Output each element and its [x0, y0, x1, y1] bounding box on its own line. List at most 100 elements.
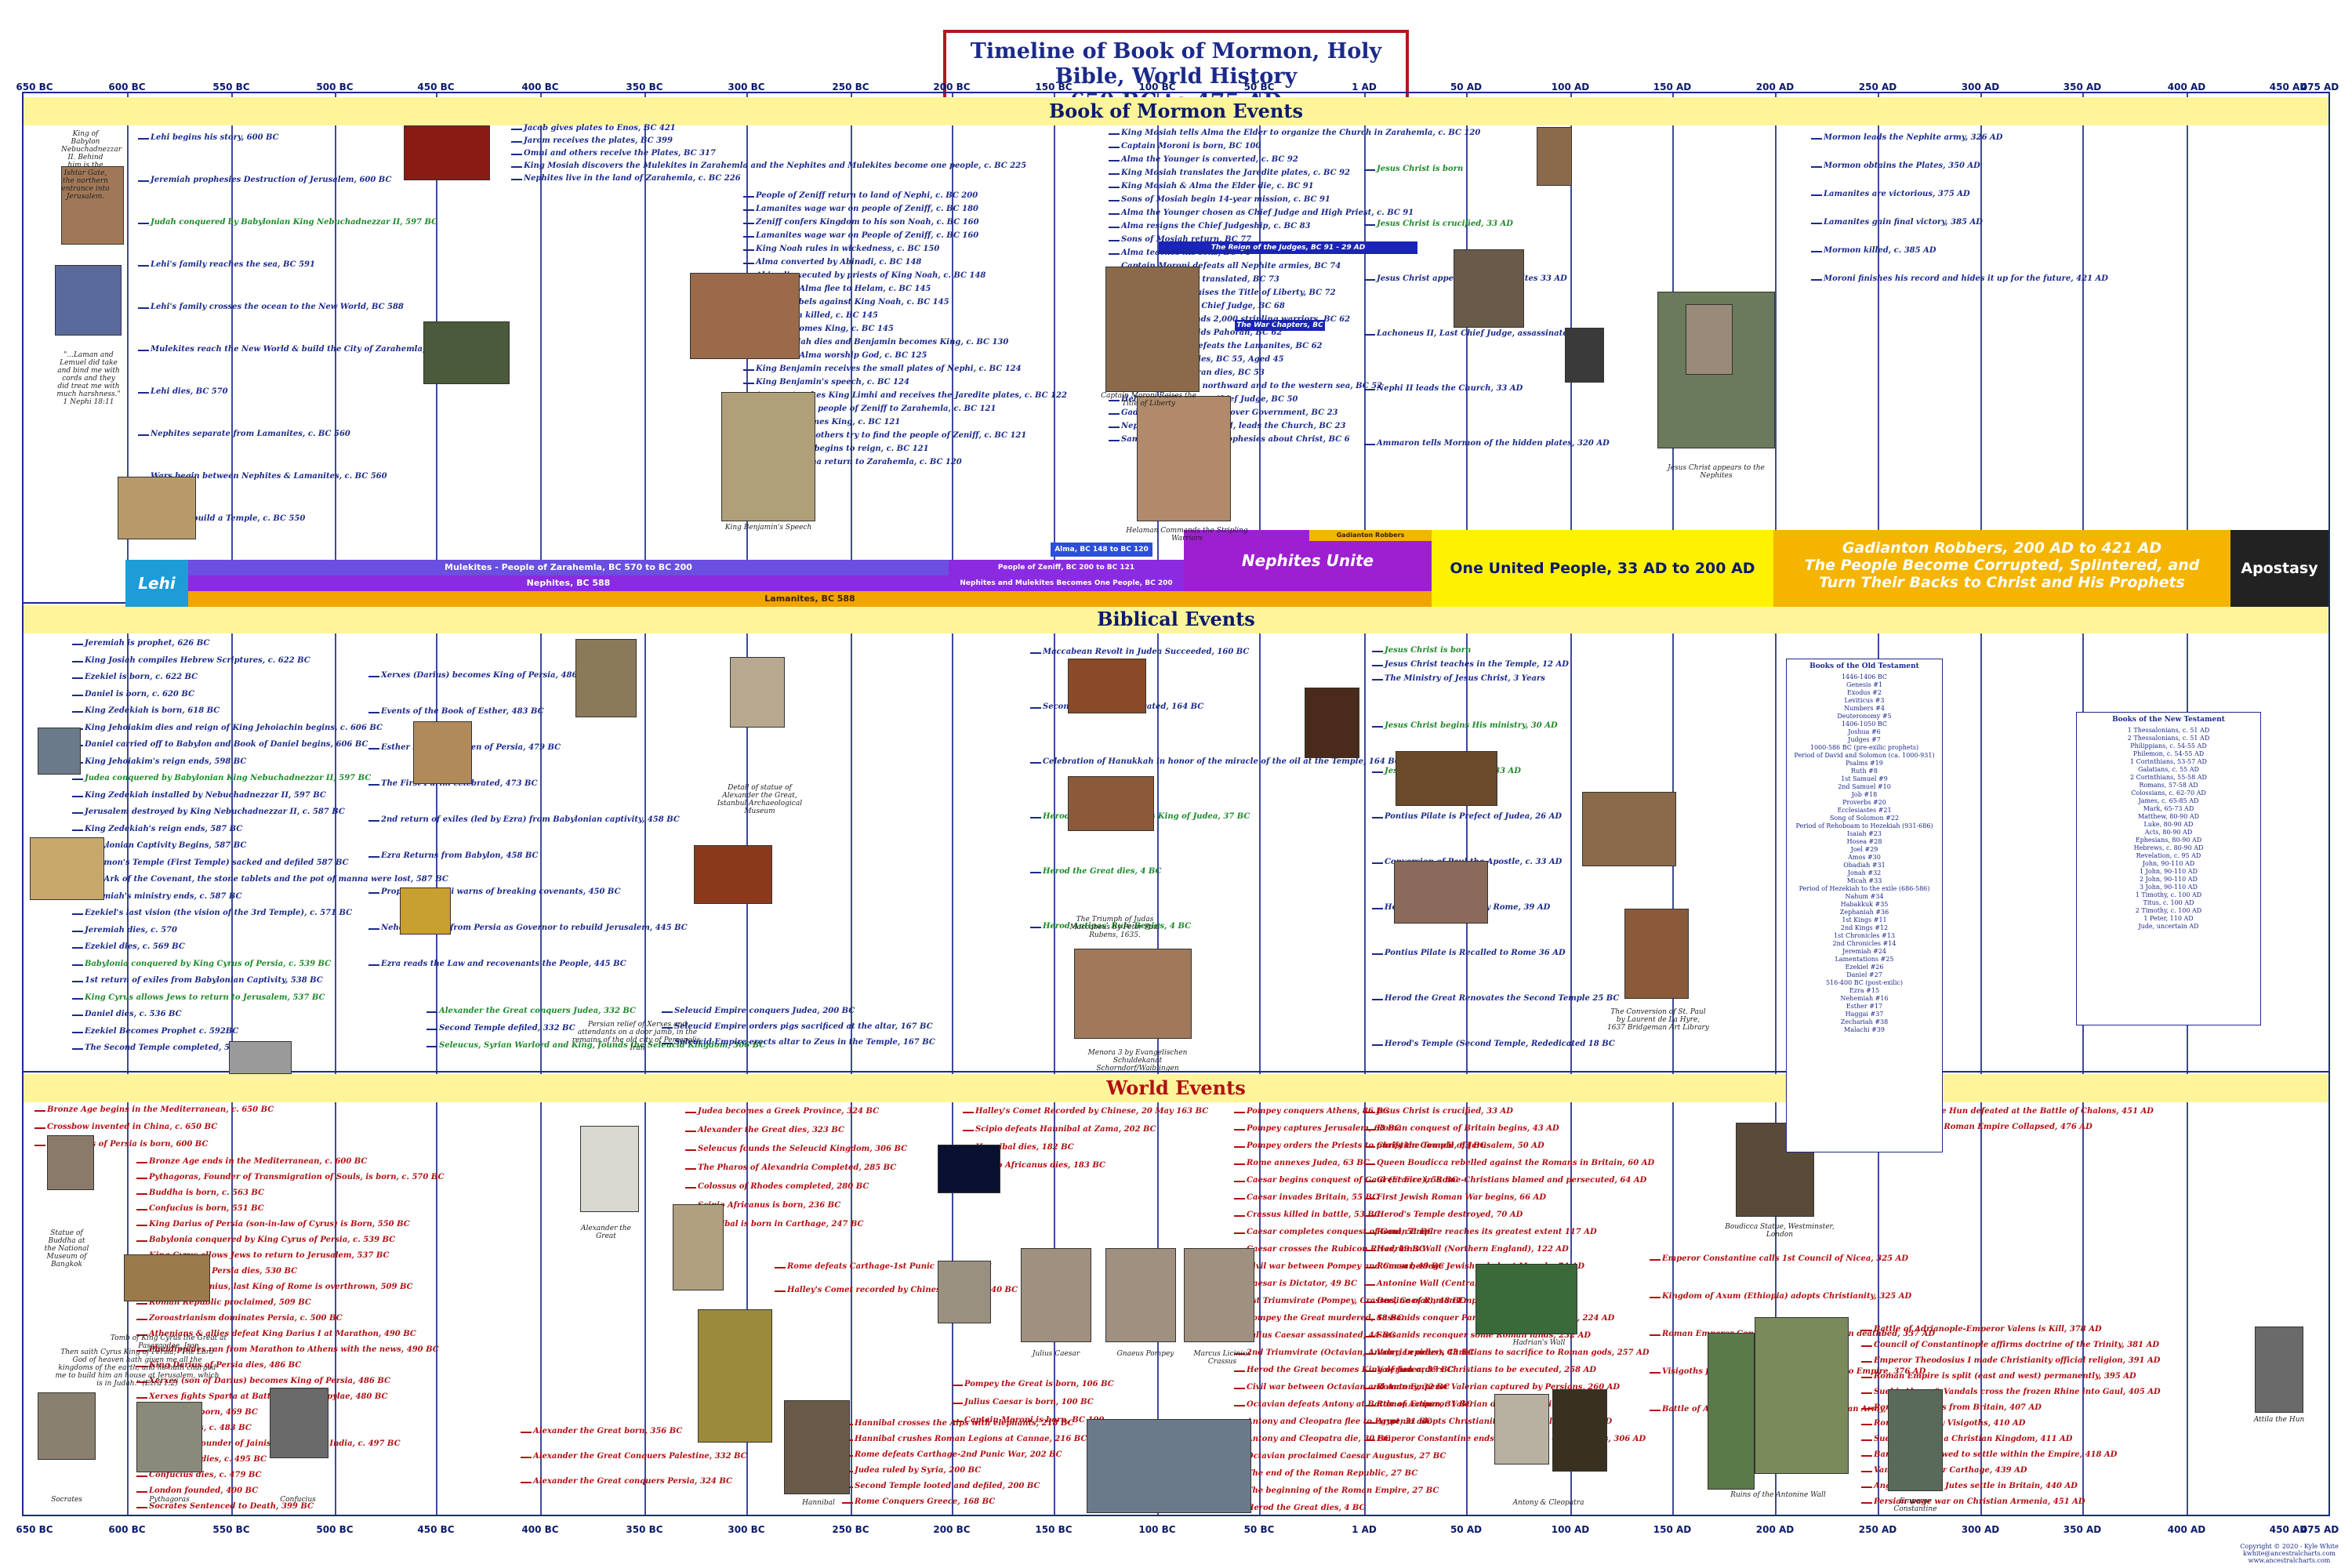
world-event-tick — [1364, 1232, 1375, 1234]
bible-event-tick — [368, 964, 379, 966]
picture — [1087, 1419, 1251, 1513]
world-event-tick — [1861, 1455, 1872, 1457]
world-event-tick — [1650, 1334, 1661, 1336]
book-list-item: Lamentations #25 — [1835, 956, 1894, 963]
book-list-item: Micah #33 — [1846, 877, 1882, 884]
world-event: The beginning of the Roman Empire, 27 BC — [1247, 1486, 1439, 1495]
bom-event-tick — [1811, 251, 1822, 252]
bom-event: Alma the Younger translated, BC 73 — [1121, 275, 1279, 284]
book-list-item: Acts, 80-90 AD — [2144, 829, 2193, 836]
bible-event: Maccabean Revolt in Judea Succeeded, 160… — [1043, 648, 1250, 656]
bom-event: King Mosiah discovers the Mulekites in Z… — [524, 162, 1027, 170]
bible-event: The Ark of the Covenant, the stone table… — [85, 875, 448, 884]
apostasy-bar: Apostasy — [2230, 530, 2328, 607]
bible-event-tick — [662, 1027, 673, 1029]
world-event: Rome defeats Carthage-1st Punic War, 241… — [787, 1262, 992, 1271]
bible-event: King Zedekiah's reign ends, 587 BC — [85, 824, 243, 833]
axis-label-bottom: 200 BC — [933, 1524, 971, 1535]
book-list-item: Ezekiel #26 — [1845, 964, 1884, 971]
book-list-item: John, 90-110 AD — [2142, 860, 2195, 867]
book-list-item: 1000-586 BC (pre-exilic prophets) — [1809, 744, 1919, 751]
world-event: Emperor Constantine calls 1st Council of… — [1662, 1254, 1909, 1263]
reign-judges-bar: The Reign of the Judges, BC 91 - 29 AD — [1159, 241, 1417, 254]
bom-event-tick — [743, 196, 754, 198]
bible-event-tick — [72, 964, 83, 966]
book-list-item: Jeremiah #24 — [1842, 948, 1886, 955]
picture — [1582, 792, 1676, 866]
picture — [1454, 249, 1524, 328]
gridline — [1157, 92, 1159, 1516]
bom-event: King Mosiah & Alma the Elder die, c. BC … — [1121, 182, 1314, 191]
bible-event-tick — [72, 913, 83, 915]
bible-event-tick — [1030, 652, 1041, 654]
picture — [580, 1126, 639, 1212]
world-event-tick — [1364, 1336, 1375, 1338]
world-event: Confucius dies, c. 479 BC — [149, 1471, 262, 1479]
world-event: Caesar crosses the Rubicon River, 49 BC — [1247, 1245, 1425, 1254]
bom-event: Nephites live in the land of Zarahemla, … — [524, 174, 741, 183]
world-event: London founded, 400 BC — [149, 1486, 259, 1495]
bible-event-tick — [72, 779, 83, 780]
world-event-tick — [1234, 1232, 1245, 1234]
book-list-item: Haggai #37 — [1845, 1011, 1884, 1018]
axis-label-top: 600 BC — [108, 82, 146, 93]
axis-label-bottom: 475 AD — [2300, 1524, 2339, 1535]
world-event: Bronze Age begins in the Mediterranean, … — [47, 1105, 274, 1114]
world-event: Persian wage war on Christian Armenia, 4… — [1874, 1497, 2085, 1506]
gridline — [851, 92, 852, 1516]
world-event: Captain Moroni is born, BC 100 — [964, 1416, 1105, 1425]
book-list-item: James, c. 65-85 AD — [2138, 797, 2199, 804]
world-event: King Cyrus allows Jews to return to Jeru… — [149, 1251, 390, 1260]
world-event: Roman Empire is split (east and west) pe… — [1874, 1372, 2136, 1381]
bom-event-tick — [1811, 138, 1822, 140]
bom-event: King Noah rules in wickedness, c. BC 150 — [756, 245, 940, 253]
world-event-tick — [1364, 1129, 1375, 1131]
world-event-tick — [1364, 1198, 1375, 1200]
world-event-tick — [685, 1112, 696, 1113]
bom-event-tick — [138, 138, 149, 140]
world-event-tick — [136, 1303, 147, 1305]
bible-event: Herod the Great Renovates the Second Tem… — [1385, 994, 1620, 1003]
bom-event-tick — [138, 307, 149, 309]
world-event-tick — [34, 1127, 45, 1129]
bible-event-tick — [368, 676, 379, 677]
bible-event: Pontius Pilate is Recalled to Rome 36 AD — [1385, 949, 1566, 957]
bible-event: Judea conquered by Babylonian King Nebuc… — [85, 774, 372, 782]
picture-caption: Attila the Hun — [2253, 1416, 2305, 1424]
bible-event: Ezra Returns from Babylon, 458 BC — [381, 851, 539, 860]
bom-event-tick — [511, 179, 522, 180]
book-list-item: 2nd Samuel #10 — [1838, 783, 1891, 790]
book-list-item: Joel #29 — [1850, 846, 1878, 853]
axis-label-bottom: 100 BC — [1138, 1524, 1176, 1535]
world-event: Crassus killed in battle, 53 BC — [1247, 1210, 1381, 1219]
picture-caption: Marcus Licinius Crassus — [1193, 1350, 1251, 1366]
book-list-item: Jonah #32 — [1847, 869, 1882, 877]
bom-event: Lehi's family crosses the ocean to the N… — [151, 303, 404, 311]
bible-event: Babylonia conquered by King Cyrus of Per… — [85, 959, 332, 968]
bible-event-tick — [1030, 707, 1041, 709]
bible-event: Jeremiah's ministry ends, c. 587 BC — [85, 891, 242, 901]
bom-event: Captain Moroni defeats all Nephite armie… — [1121, 262, 1341, 270]
world-event: Antony and Cleopatra flee to Egypt, 31 B… — [1247, 1417, 1432, 1426]
axis-label-top: 400 BC — [521, 82, 559, 93]
world-event-tick — [136, 1178, 147, 1179]
bible-event-tick — [1372, 862, 1383, 864]
bom-event: Moroni finishes his record and hides it … — [1824, 274, 2108, 283]
picture — [1552, 1389, 1607, 1472]
world-event: Queen Boudicca rebelled against the Roma… — [1377, 1159, 1655, 1167]
bible-event-tick — [368, 784, 379, 786]
bom-event: Lehi's family reaches the sea, BC 591 — [151, 260, 315, 269]
world-event: Caesar invades Britain, 55 BC — [1247, 1193, 1379, 1202]
axis-label-bottom: 150 BC — [1035, 1524, 1073, 1535]
axis-label-bottom: 450 AD — [2269, 1524, 2308, 1535]
picture — [38, 728, 81, 775]
gridline — [1775, 92, 1777, 1516]
axis-label-top: 450 BC — [417, 82, 455, 93]
world-event-tick — [1364, 1319, 1375, 1320]
axis-label-top: 450 AD — [2269, 82, 2308, 93]
bible-event: Seleucid Empire orders pigs sacrificed a… — [674, 1022, 933, 1031]
world-event-tick — [775, 1267, 786, 1269]
book-list-item: 1406-1050 BC — [1841, 720, 1888, 728]
bom-event: Ammaron tells Mormon of the hidden plate… — [1377, 439, 1610, 448]
